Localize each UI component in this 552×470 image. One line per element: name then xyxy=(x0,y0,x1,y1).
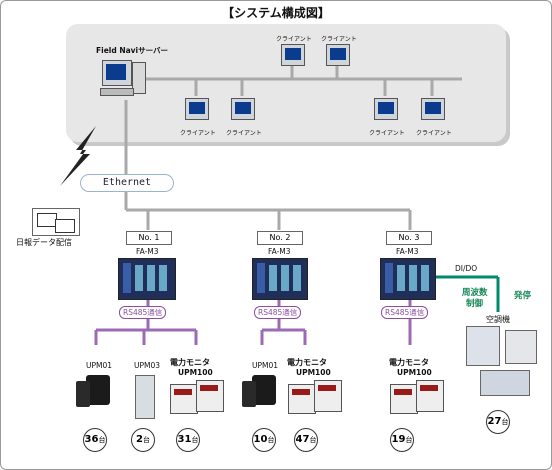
frequency-label-2: 制御 xyxy=(466,299,484,309)
upm100-label: UPM100 xyxy=(178,368,213,377)
client-label: クライアント xyxy=(416,130,452,137)
client-monitor-icon xyxy=(421,98,445,120)
unit-number-3: No. 3 xyxy=(386,231,432,245)
count-badge: 31台 xyxy=(176,428,200,452)
upm01-device-icon xyxy=(86,375,110,405)
power-monitor-device-icon xyxy=(314,380,342,412)
client-label: クライアント xyxy=(276,36,312,43)
count-badge: 2台 xyxy=(131,428,155,452)
rs485-tag-3: RS485通信 xyxy=(381,306,429,319)
aircon-label: 空調機 xyxy=(486,315,510,324)
count-badge: 27台 xyxy=(486,410,510,434)
report-delivery-label: 日報データ配信 xyxy=(16,238,72,247)
server-computer-icon xyxy=(100,58,146,102)
ethernet-label: Ethernet xyxy=(80,174,174,192)
power-monitor-label: 電力モニタ xyxy=(170,358,210,367)
rs485-tag-1: RS485通信 xyxy=(119,306,167,319)
power-monitor-device-icon xyxy=(288,384,316,414)
fa-m3-controller-icon xyxy=(380,258,436,300)
client-label: クライアント xyxy=(226,130,262,137)
upm100-label: UPM100 xyxy=(397,368,432,377)
aircon-unit-icon xyxy=(466,326,500,366)
upm03-device-icon xyxy=(135,375,155,419)
aircon-unit-icon xyxy=(505,330,537,364)
wireless-bolt-icon xyxy=(60,126,96,186)
client-monitor-icon xyxy=(231,98,255,120)
fa-m3-controller-icon xyxy=(252,258,308,300)
mail-icon xyxy=(32,208,80,236)
frequency-label-1: 周波数 xyxy=(462,288,488,298)
upm01-label: UPM01 xyxy=(86,361,113,370)
upm03-label: UPM03 xyxy=(134,361,161,370)
upm01-label: UPM01 xyxy=(252,361,279,370)
unit-model-3: FA-M3 xyxy=(396,247,419,256)
count-badge: 19台 xyxy=(390,428,414,452)
client-monitor-icon xyxy=(374,98,398,120)
power-monitor-device-icon xyxy=(170,384,198,414)
count-badge: 10台 xyxy=(252,428,276,452)
aircon-outdoor-unit-icon xyxy=(480,370,530,396)
unit-number-2: No. 2 xyxy=(257,231,303,245)
diagram-title: 【システム構成図】 xyxy=(222,6,330,20)
fa-m3-controller-icon xyxy=(118,258,176,300)
client-monitor-icon xyxy=(185,98,209,120)
client-monitor-icon xyxy=(281,44,305,66)
upm01-device-icon xyxy=(242,381,256,407)
unit-model-2: FA-M3 xyxy=(268,247,291,256)
client-label: クライアント xyxy=(321,36,357,43)
power-monitor-label: 電力モニタ xyxy=(389,358,429,367)
unit-model-1: FA-M3 xyxy=(136,247,159,256)
dio-label: DI/DO xyxy=(455,264,478,273)
power-monitor-device-icon xyxy=(196,380,224,412)
unit-number-1: No. 1 xyxy=(126,231,172,245)
start-stop-label: 発停 xyxy=(514,291,532,301)
upm01-device-icon xyxy=(252,375,276,405)
power-monitor-device-icon xyxy=(390,384,418,414)
count-badge: 47台 xyxy=(294,428,318,452)
client-label: クライアント xyxy=(180,130,216,137)
upm100-label: UPM100 xyxy=(296,368,331,377)
client-label: クライアント xyxy=(369,130,405,137)
power-monitor-device-icon xyxy=(416,380,444,412)
power-monitor-label: 電力モニタ xyxy=(287,358,327,367)
count-badge: 36台 xyxy=(83,428,107,452)
upm01-device-icon xyxy=(76,381,90,407)
client-monitor-icon xyxy=(326,44,350,66)
rs485-tag-2: RS485通信 xyxy=(254,306,302,319)
server-label: Field Naviサーバー xyxy=(96,46,169,55)
